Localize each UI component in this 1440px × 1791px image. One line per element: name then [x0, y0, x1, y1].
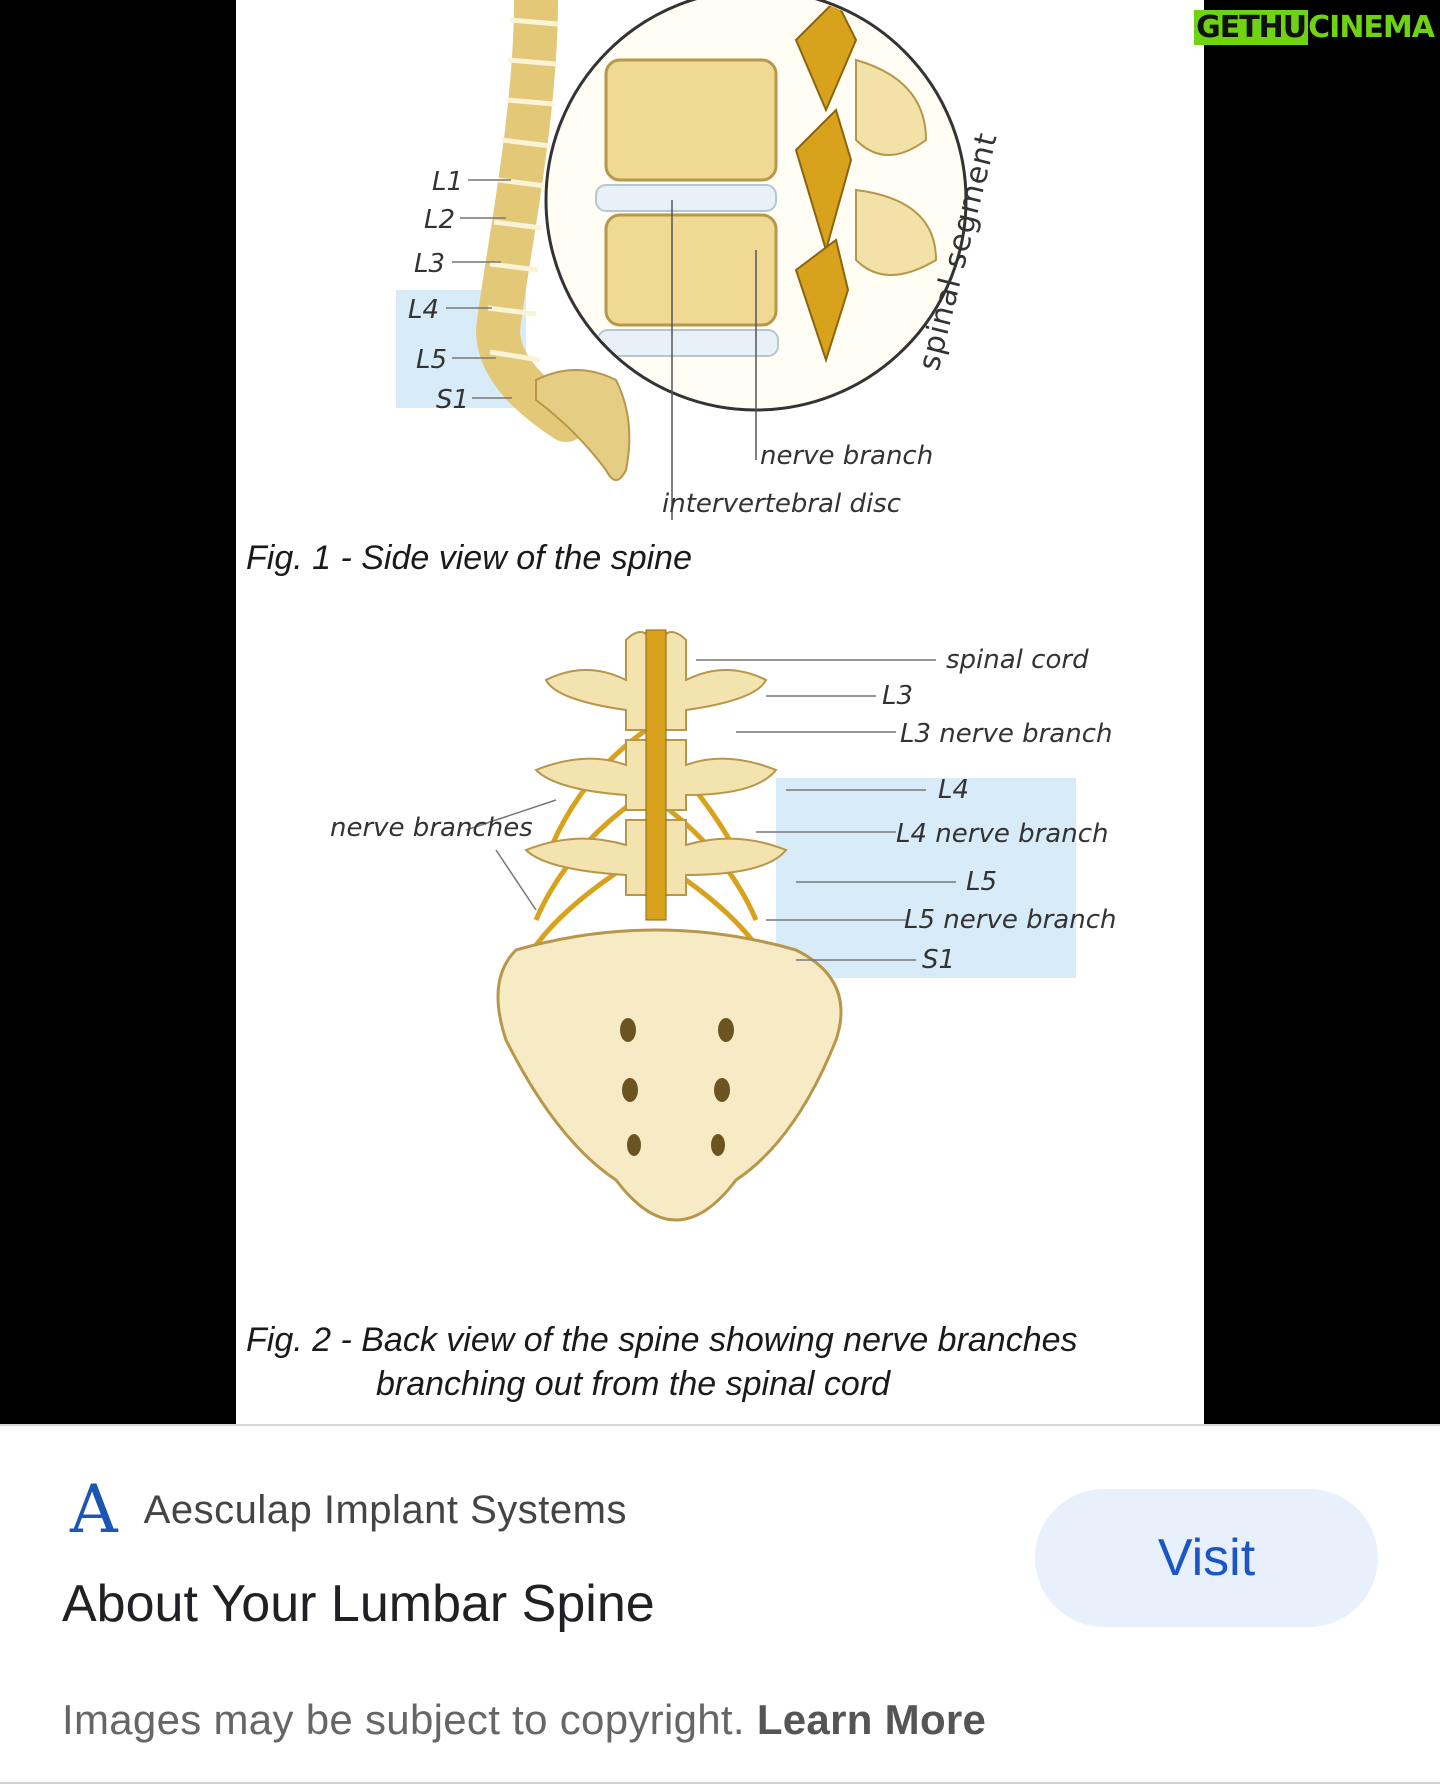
copyright-text: Images may be subject to copyright.: [62, 1696, 745, 1743]
divider: [0, 1424, 1440, 1426]
spine-column: [475, 0, 631, 481]
fig1-label-l5: L5: [416, 345, 447, 375]
fig2-label-l4: L4: [938, 775, 969, 805]
divider: [0, 1782, 1440, 1784]
watermark-logo: GETHUCINEMA: [1194, 10, 1435, 46]
fig1-label-intervertebral-disc: intervertebral disc: [662, 489, 901, 519]
watermark-part1: GETHU: [1194, 10, 1309, 45]
fig2-label-l4-nerve-branch: L4 nerve branch: [896, 819, 1108, 849]
side-view-illustration: L1 L2 L3 L4 L5 S1 spinal segment nerve b…: [396, 0, 1005, 520]
fig2-label-l5: L5: [966, 867, 997, 897]
fig1-caption: Fig. 1 - Side view of the spine: [246, 539, 693, 577]
fig2-label-s1: S1: [922, 945, 955, 975]
magnified-segment: [544, 0, 968, 520]
back-view-illustration: spinal cord L3 L3 nerve branch L4 L4 ner…: [330, 629, 1116, 1222]
copyright-notice: Images may be subject to copyright. Lear…: [62, 1696, 986, 1744]
fig1-label-l2: L2: [424, 205, 455, 235]
fig2-caption-line1: Fig. 2 - Back view of the spine showing …: [246, 1321, 1078, 1359]
fig2-label-l5-nerve-branch: L5 nerve branch: [904, 905, 1116, 935]
fig1-label-l1: L1: [432, 167, 463, 197]
fig1-label-l3: L3: [414, 249, 445, 279]
fig2-label-l3: L3: [882, 681, 913, 711]
highlight-box-2: [776, 778, 1076, 978]
visit-button[interactable]: Visit: [1035, 1489, 1378, 1627]
source-logo-icon: A: [70, 1471, 118, 1548]
image-viewer[interactable]: L1 L2 L3 L4 L5 S1 spinal segment nerve b…: [0, 0, 1440, 1424]
watermark-part2: CINEMA: [1308, 10, 1435, 45]
fig2-label-l3-nerve-branch: L3 nerve branch: [900, 719, 1112, 749]
fig1-label-s1: S1: [436, 385, 469, 415]
fig2-label-nerve-branches: nerve branches: [330, 813, 533, 843]
fig1-label-l4: L4: [408, 295, 439, 325]
source-row[interactable]: A Aesculap Implant Systems: [70, 1471, 627, 1548]
source-name[interactable]: Aesculap Implant Systems: [143, 1487, 627, 1532]
result-title[interactable]: About Your Lumbar Spine: [62, 1575, 655, 1633]
fig2-caption-line2: branching out from the spinal cord: [376, 1365, 891, 1403]
fig2-label-spinal-cord: spinal cord: [946, 645, 1089, 675]
fig2-caption: Fig. 2 - Back view of the spine showing …: [246, 1318, 1078, 1406]
spine-image[interactable]: L1 L2 L3 L4 L5 S1 spinal segment nerve b…: [236, 0, 1204, 1424]
fig1-label-nerve-branch: nerve branch: [760, 441, 933, 471]
learn-more-link[interactable]: Learn More: [756, 1696, 987, 1743]
result-info-card: A Aesculap Implant Systems About Your Lu…: [0, 1424, 1440, 1791]
